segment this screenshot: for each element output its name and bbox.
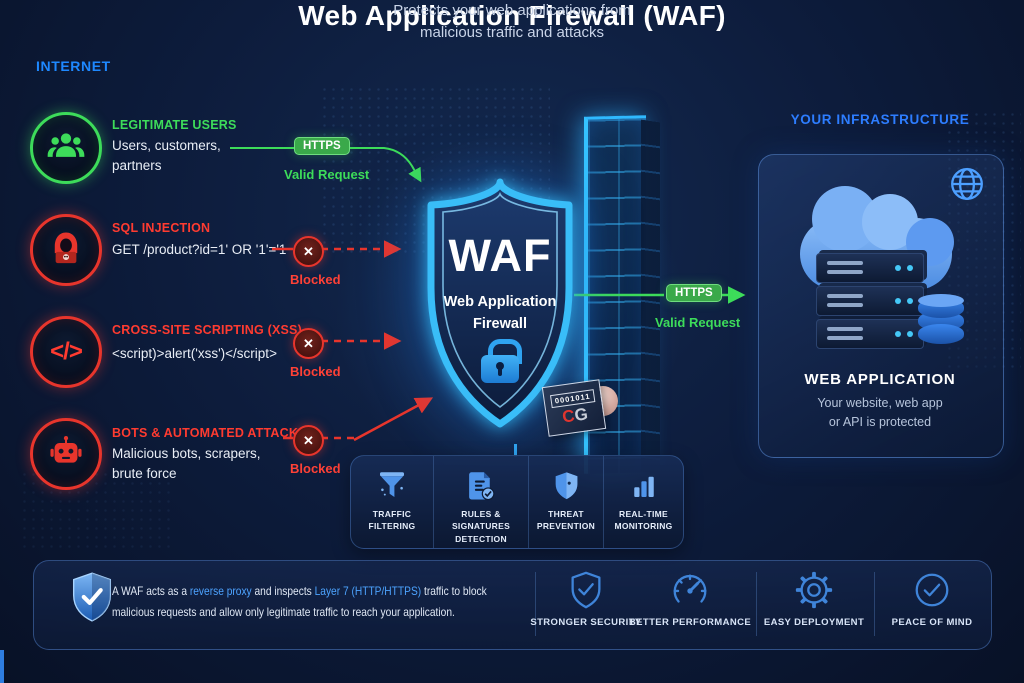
valid-request-label: Valid Request <box>284 167 370 182</box>
source-desc: GET /product?id=1' OR '1'='1 <box>112 242 287 257</box>
source-label: SQL INJECTION <box>112 221 211 235</box>
globe-icon <box>948 165 986 208</box>
divider <box>535 572 536 636</box>
source-label: BOTS & AUTOMATED ATTACKS <box>112 426 307 440</box>
source-label: CROSS-SITE SCRIPTING (XSS) <box>112 323 302 337</box>
https-badge: HTTPS <box>294 137 350 155</box>
capability-rules-signatures: RULES & SIGNATURES DETECTION <box>433 456 528 548</box>
internet-label: INTERNET <box>36 58 111 74</box>
source-desc: Users, customers, partners <box>112 138 221 174</box>
page-title: Web Application Firewall (WAF) <box>298 0 726 31</box>
funnel-icon <box>376 467 408 503</box>
document-check-icon <box>465 467 498 503</box>
https-badge: HTTPS <box>666 284 722 302</box>
divider <box>874 572 875 636</box>
capabilities-bar: TRAFFIC FILTERING RULES & SIGNATURES DET… <box>350 455 684 549</box>
capability-threat-prevention: THREAT PREVENTION <box>528 456 603 548</box>
watermark-logo: 0001011 CG <box>541 379 607 437</box>
infrastructure-header: YOUR INFRASTRUCTURE <box>790 112 970 127</box>
benefit-stronger-security: STRONGER SECURITY <box>526 567 646 628</box>
benefit-label: STRONGER SECURITY <box>530 617 642 628</box>
users-icon <box>46 126 86 171</box>
blocked-x-icon: ✕ <box>293 236 324 267</box>
check-circle-icon <box>911 567 953 613</box>
lock-icon <box>488 339 522 364</box>
waf-shield <box>427 178 573 428</box>
definition-line-2: malicious requests and allow only legiti… <box>112 605 455 619</box>
capability-traffic-filtering: TRAFFIC FILTERING <box>351 456 433 548</box>
benefit-label: EASY DEPLOYMENT <box>763 617 865 628</box>
keyhole <box>496 362 504 370</box>
watermark-cg: CG <box>561 404 589 427</box>
capability-label: RULES & SIGNATURES DETECTION <box>451 509 511 544</box>
benefit-better-performance: BETTER PERFORMANCE <box>628 567 752 628</box>
legitimate-users-badge <box>30 112 102 184</box>
benefit-peace-of-mind: PEACE OF MIND <box>872 567 992 628</box>
waf-acronym: WAF <box>448 230 552 281</box>
bots-badge <box>30 418 102 490</box>
database-icon <box>918 294 964 344</box>
blocked-x-icon: ✕ <box>293 328 324 359</box>
capability-label: REAL-TIME MONITORING <box>614 509 673 532</box>
keyhole-stem <box>498 368 502 376</box>
divider <box>756 572 757 636</box>
bar-chart-icon <box>629 467 659 503</box>
hacker-icon <box>47 229 85 272</box>
shield-icon <box>551 467 582 503</box>
capability-realtime-monitoring: REAL-TIME MONITORING <box>603 456 683 548</box>
source-label: LEGITIMATE USERS <box>112 118 237 132</box>
server-stack-icon <box>816 253 924 352</box>
footer-panel <box>33 560 992 650</box>
benefit-label: BETTER PERFORMANCE <box>628 617 752 628</box>
blocked-label: Blocked <box>290 364 341 379</box>
connector <box>514 444 517 457</box>
blocked-label: Blocked <box>290 272 341 287</box>
web-application-title: WEB APPLICATION <box>804 371 956 388</box>
valid-request-label: Valid Request <box>655 315 741 330</box>
code-icon: </> <box>50 338 83 365</box>
waf-definition: A WAF acts as a reverse proxy and inspec… <box>112 581 571 623</box>
robot-icon <box>48 434 84 475</box>
gauge-icon <box>669 567 711 613</box>
page-subtitle: Protects your web applications from mali… <box>393 2 631 41</box>
capability-label: TRAFFIC FILTERING <box>368 509 416 532</box>
gear-icon <box>793 567 835 613</box>
blocked-x-icon: ✕ <box>293 425 324 456</box>
xss-badge: </> <box>30 316 102 388</box>
benefit-easy-deployment: EASY DEPLOYMENT <box>754 567 874 628</box>
web-application-desc: Your website, web app or API is protecte… <box>817 396 943 430</box>
source-desc: Malicious bots, scrapers, brute force <box>112 446 261 482</box>
waf-name: Web Application Firewall <box>443 294 557 332</box>
shield-check-icon <box>565 567 607 613</box>
definition-line-1: A WAF acts as a reverse proxy and inspec… <box>112 584 487 598</box>
source-desc: <script)>alert('xss')</script> <box>112 346 277 361</box>
benefit-label: PEACE OF MIND <box>891 617 973 628</box>
corner-accent <box>0 650 4 683</box>
shield-check-badge-icon <box>70 571 114 628</box>
capability-label: THREAT PREVENTION <box>536 509 596 532</box>
sql-injection-badge <box>30 214 102 286</box>
firewall-wall-side <box>641 119 660 475</box>
blocked-label: Blocked <box>290 461 341 476</box>
